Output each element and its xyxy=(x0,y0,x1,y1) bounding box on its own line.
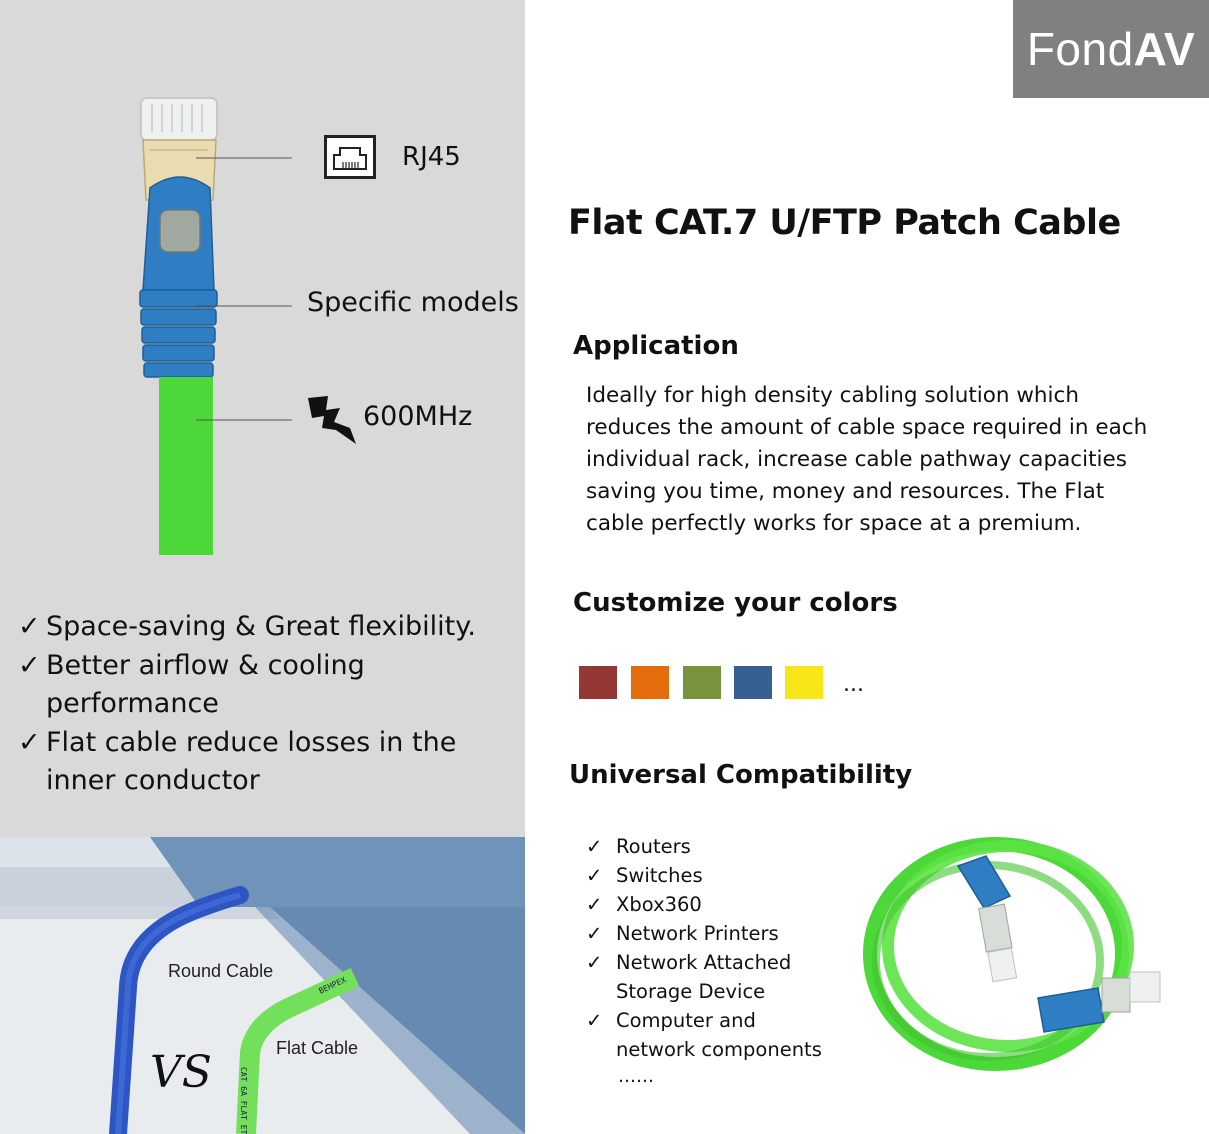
page-title: Flat CAT.7 U/FTP Patch Cable xyxy=(568,203,1121,243)
description-line: individual rack, increase cable pathway … xyxy=(586,447,1127,472)
description-line: Ideally for high density cabling solutio… xyxy=(586,383,1079,408)
boot-ribs xyxy=(139,289,218,378)
list-item: ✓ Xbox360 xyxy=(586,890,822,919)
benefit-text-cont: inner conductor xyxy=(46,765,260,796)
list-item-text: Network Attached xyxy=(616,951,792,974)
benefits-list: ✓ Space-saving & Great flexibility. ✓ Be… xyxy=(18,608,498,801)
vs-label: VS xyxy=(150,1047,212,1098)
list-item-text-cont: network components xyxy=(616,1038,822,1061)
check-mark-icon: ✓ xyxy=(586,893,603,916)
coil-connector-top xyxy=(956,855,1018,983)
flat-cable-body xyxy=(159,377,213,555)
list-item-text: Routers xyxy=(616,835,691,858)
benefit-item: ✓ Flat cable reduce losses in the inner … xyxy=(18,724,498,801)
check-mark-icon: ✓ xyxy=(18,611,41,642)
check-mark-icon: ✓ xyxy=(586,1009,603,1032)
color-swatch-blue[interactable] xyxy=(734,666,772,699)
rj45-port-icon xyxy=(324,135,376,179)
colors-heading: Customize your colors xyxy=(573,588,898,618)
more-items-ellipsis: …… xyxy=(618,1066,654,1087)
description-line: reduces the amount of cable space requir… xyxy=(586,415,1148,440)
list-item-text: Computer and xyxy=(616,1009,756,1032)
benefit-item: ✓ Better airflow & cooling performance xyxy=(18,647,498,724)
door-frame-illustration xyxy=(0,837,525,1134)
rj45-label: RJ45 xyxy=(402,142,461,172)
color-swatch-red[interactable] xyxy=(579,666,617,699)
logo-text: Fond xyxy=(1026,23,1134,75)
flat-cable-label: Flat Cable xyxy=(276,1038,359,1058)
color-swatch-orange[interactable] xyxy=(631,666,669,699)
check-mark-icon: ✓ xyxy=(18,649,41,681)
specific-models-label: Specific models xyxy=(307,287,519,318)
benefit-item: ✓ Space-saving & Great flexibility. xyxy=(18,608,498,647)
cable-closeup-illustration xyxy=(139,97,292,555)
color-swatch-yellow[interactable] xyxy=(785,666,823,699)
benefit-text-cont: performance xyxy=(46,688,219,719)
round-cable-label: Round Cable xyxy=(168,961,274,981)
check-mark-icon: ✓ xyxy=(586,835,603,858)
coil-connector-bottom xyxy=(1037,971,1161,1033)
check-mark-icon: ✓ xyxy=(586,922,603,945)
application-description: Ideally for high density cabling solutio… xyxy=(586,380,1166,540)
list-item: ✓ Network Printers xyxy=(586,919,822,948)
list-item: ✓ Routers xyxy=(586,832,822,861)
color-swatch-green[interactable] xyxy=(683,666,721,699)
coiled-cable-illustration xyxy=(863,837,1161,1071)
benefit-text: Better airflow & cooling xyxy=(46,649,365,681)
brand-logo: FondAV xyxy=(1013,0,1209,98)
lightning-icon xyxy=(308,396,356,444)
check-mark-icon: ✓ xyxy=(586,864,603,887)
flat-cable xyxy=(236,967,360,1134)
more-colors-ellipsis: ... xyxy=(843,672,864,697)
application-heading: Application xyxy=(573,331,739,361)
list-item: ✓ Computer and network components xyxy=(586,1006,822,1064)
cable-print-vertical: CAT 6A FLAT ETHE xyxy=(239,1067,248,1134)
frequency-label: 600MHz xyxy=(363,401,473,432)
description-line: saving you time, money and resources. Th… xyxy=(586,479,1105,504)
benefit-text: Space-saving & Great flexibility. xyxy=(46,611,476,642)
description-line: cable perfectly works for space at a pre… xyxy=(586,511,1082,536)
compatibility-heading: Universal Compatibility xyxy=(569,760,913,790)
list-item-text-cont: Storage Device xyxy=(616,980,766,1003)
benefit-text: Flat cable reduce losses in the xyxy=(46,726,457,758)
boot-latch xyxy=(159,209,201,253)
list-item-text: Xbox360 xyxy=(616,893,702,916)
round-vs-flat-photo: Round Cable Flat Cable VS CAT 6A FLAT ET… xyxy=(0,837,525,1134)
compatibility-list: ✓ Routers ✓ Switches ✓ Xbox360 ✓ Network Pri… xyxy=(586,832,822,1064)
check-mark-icon: ✓ xyxy=(18,726,41,758)
list-item: ✓ Switches xyxy=(586,861,822,890)
list-item-text: Switches xyxy=(616,864,703,887)
check-mark-icon: ✓ xyxy=(586,951,603,974)
list-item-text: Network Printers xyxy=(616,922,779,945)
product-closeup-panel: RJ45 Specific models 600MHz ✓ Space-savi… xyxy=(0,0,525,837)
plug-contacts xyxy=(151,104,203,132)
logo-text-bold: AV xyxy=(1133,23,1196,75)
